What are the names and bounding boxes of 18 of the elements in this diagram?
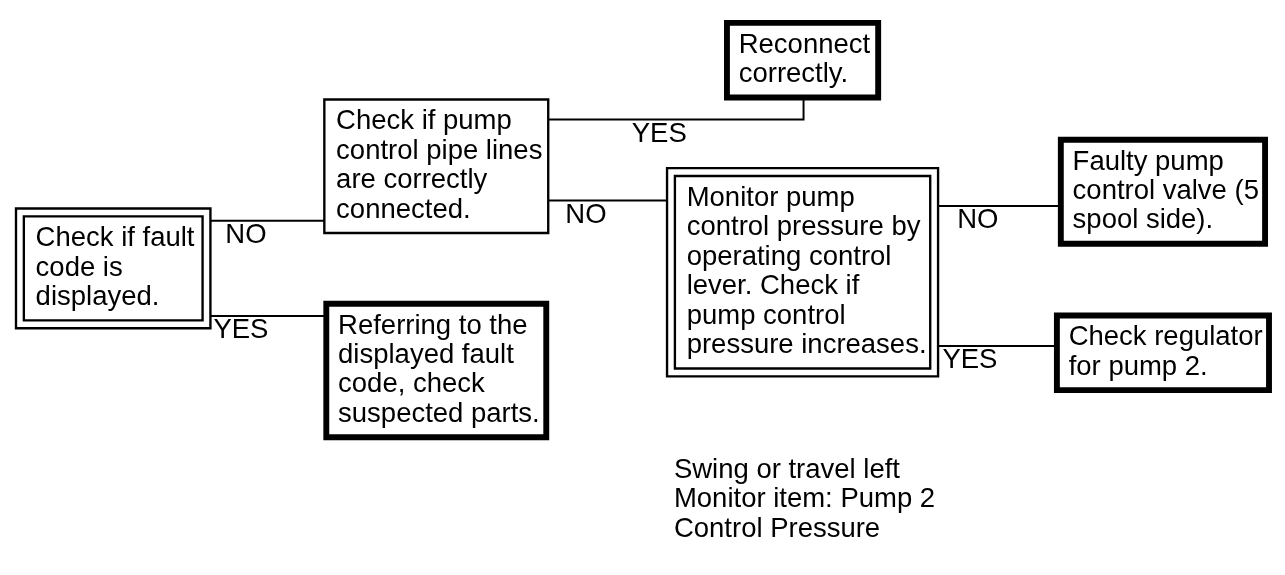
node-box: Faulty pump control valve (5 spool side). <box>1057 136 1269 247</box>
node-box: Check regulator for pump 2. <box>1053 312 1272 394</box>
edge-label: YES <box>631 116 687 148</box>
edge-label: NO <box>225 217 267 249</box>
connector <box>547 97 805 121</box>
node-box: Referring to the displayed fault code, check suspected parts. <box>323 300 550 441</box>
node-box: Monitor pump control pressure by operating control lever. Check if pump control pressure increases. <box>665 167 940 378</box>
edge-label: YES <box>213 312 269 344</box>
connector <box>547 199 668 202</box>
node-box: Check if pump control pipe lines are correctly connected. <box>323 98 550 235</box>
node-box: Reconnect correctly. <box>724 19 882 101</box>
node-box: Check if fault code is displayed. <box>14 207 212 330</box>
edge-label: NO <box>957 202 999 234</box>
node-label: Swing or travel left <box>673 452 900 484</box>
edge-label: NO <box>565 197 607 229</box>
connector <box>210 219 326 222</box>
connector <box>210 315 327 317</box>
edge-label: YES <box>942 342 998 374</box>
